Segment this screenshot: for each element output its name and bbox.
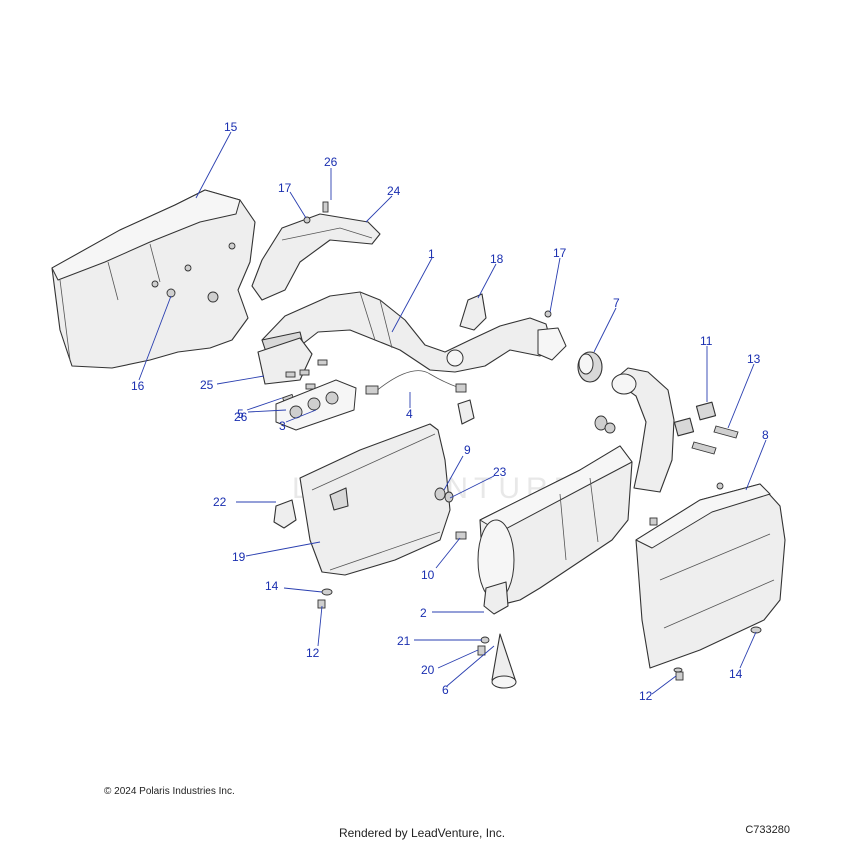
callout-26-top: 26 — [324, 155, 338, 169]
muffler-hardware[interactable] — [594, 415, 616, 434]
exhaust-tip[interactable] — [491, 633, 517, 689]
callout-21: 21 — [397, 634, 411, 648]
bolt-20[interactable] — [477, 645, 486, 656]
washer-12-right[interactable] — [673, 667, 683, 673]
callout-12-right: 12 — [639, 689, 653, 703]
leader-lines — [138, 131, 767, 695]
sensor-bung-10[interactable] — [455, 531, 467, 540]
callout-9: 9 — [464, 443, 471, 457]
bolt-13[interactable] — [691, 425, 739, 455]
callout-8: 8 — [762, 428, 769, 442]
washer-8-top[interactable] — [716, 482, 724, 490]
callout-24: 24 — [387, 184, 401, 198]
fastener-17-right[interactable] — [544, 310, 552, 318]
muffler-inlet-pipe[interactable] — [611, 367, 675, 493]
right-heat-shield[interactable] — [635, 483, 786, 669]
muffler-outlet[interactable] — [483, 581, 509, 615]
clamp-22[interactable] — [273, 499, 297, 529]
muffler[interactable] — [477, 445, 633, 606]
callout-22: 22 — [213, 495, 227, 509]
clamp-upper[interactable] — [457, 399, 475, 425]
callout-13: 13 — [747, 352, 761, 366]
callout-15: 15 — [224, 120, 238, 134]
callout-17-top: 17 — [278, 181, 292, 195]
callout-17-right: 17 — [553, 246, 567, 260]
studs[interactable] — [285, 359, 328, 390]
fastener-8-left[interactable] — [649, 517, 658, 526]
callout-16: 16 — [131, 379, 145, 393]
hanger-bracket[interactable] — [459, 293, 487, 331]
fastener-26-upper[interactable] — [322, 201, 329, 213]
fastener-16[interactable] — [166, 288, 176, 298]
callout-26-lower: 26 — [234, 410, 248, 424]
callout-1: 1 — [428, 247, 435, 261]
callout-23: 23 — [493, 465, 507, 479]
copyright-text: © 2024 Polaris Industries Inc. — [104, 786, 235, 797]
callout-7: 7 — [613, 296, 620, 310]
upper-heat-shield[interactable] — [251, 213, 381, 301]
callout-14-left: 14 — [265, 579, 279, 593]
lower-heat-shield[interactable] — [299, 423, 451, 576]
callout-2: 2 — [420, 606, 427, 620]
washer-21[interactable] — [480, 636, 490, 644]
exhaust-coupler[interactable] — [577, 351, 603, 383]
callout-18: 18 — [490, 252, 504, 266]
callout-19: 19 — [232, 550, 246, 564]
diagram-code: C733280 — [745, 824, 790, 836]
callout-20: 20 — [421, 663, 435, 677]
callout-14-right: 14 — [729, 667, 743, 681]
fastener-17-upper[interactable] — [303, 216, 311, 224]
callout-25: 25 — [200, 378, 214, 392]
callout-6: 6 — [442, 683, 449, 697]
callout-4: 4 — [406, 407, 413, 421]
callout-3: 3 — [279, 419, 286, 433]
exhaust-flange[interactable] — [257, 337, 313, 385]
bolt-12-right[interactable] — [675, 671, 684, 681]
callout-11: 11 — [700, 334, 713, 348]
washer-14-left[interactable] — [321, 588, 333, 596]
oxygen-sensor[interactable] — [365, 370, 467, 395]
callout-5: 5 — [237, 407, 244, 421]
heat-shield-large[interactable] — [51, 189, 256, 369]
rendered-by-text: Rendered by LeadVenture, Inc. — [338, 826, 506, 840]
spring-11[interactable] — [673, 401, 717, 437]
callout-12-left: 12 — [306, 646, 320, 660]
callout-10: 10 — [421, 568, 435, 582]
exhaust-gasket[interactable] — [275, 379, 357, 431]
